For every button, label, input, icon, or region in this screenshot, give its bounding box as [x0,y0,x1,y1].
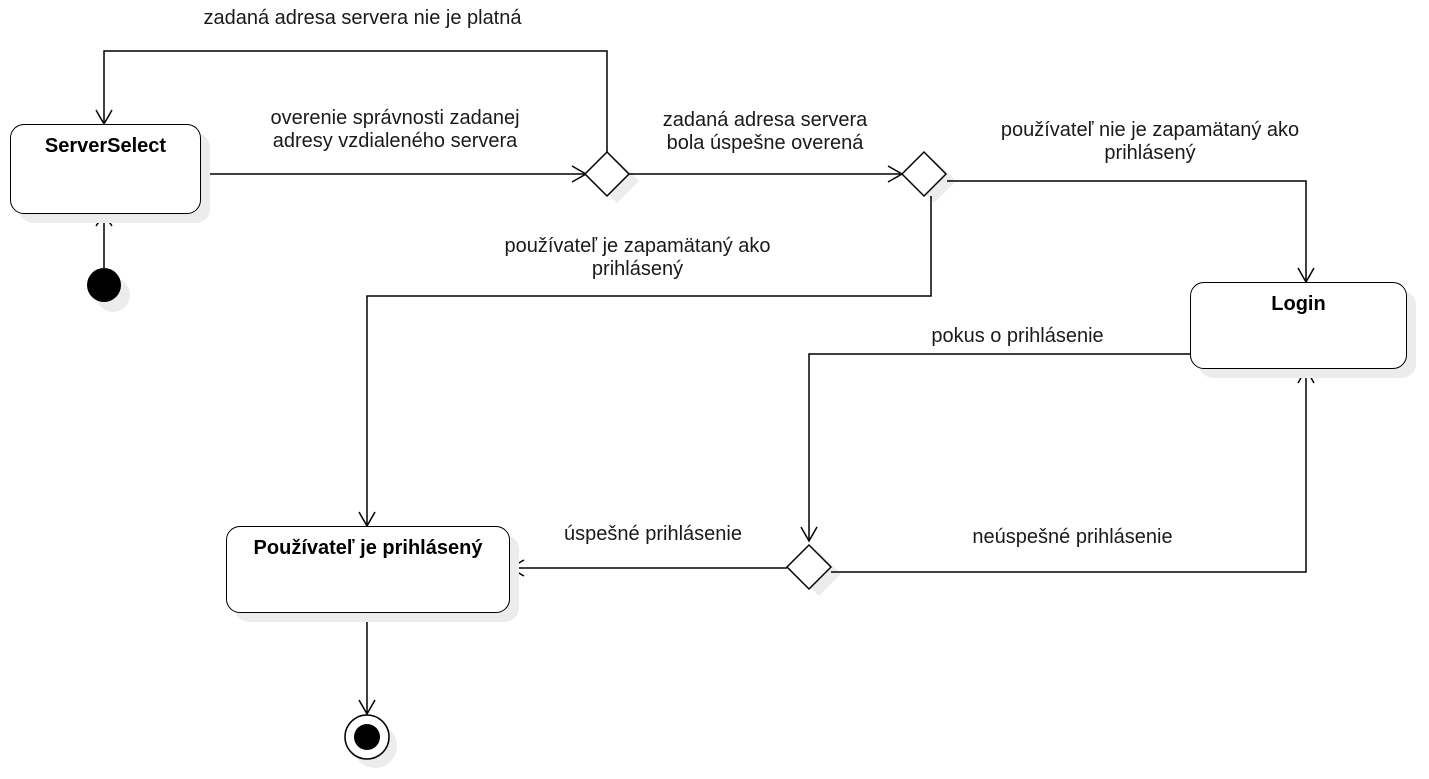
label-line: používateľ nie je zapamätaný ako [1000,119,1300,141]
edge-login-fail [831,371,1307,573]
label-remembered: používateľ je zapamätaný ako prihlásený [470,235,805,281]
arrowhead [508,559,525,577]
label-line: zadaná adresa servera [662,109,868,131]
decision-node-address-check [583,150,631,198]
label-line: prihlásený [1104,142,1196,164]
arrowhead [1297,367,1315,384]
edge-login-attempt [808,353,1190,539]
label-login-success: úspešné prihlásenie [564,523,742,545]
label-line: bola úspešne overená [666,132,864,154]
label-address-verified: zadaná adresa servera bola úspešne overe… [630,109,900,155]
state-logged-in: Používateľ je prihlásený [226,526,510,613]
label-line: používateľ je zapamätaný ako [504,235,771,257]
initial-node [87,268,121,302]
state-title: ServerSelect [44,135,167,157]
label-line: overenie správnosti zadanej [270,107,520,129]
label-login-fail: neúspešné prihlásenie [972,526,1173,548]
label-line: prihlásený [591,258,684,280]
state-server-select: ServerSelect [10,124,201,214]
state-title: Používateľ je prihlásený [253,537,483,559]
arrowhead [800,526,818,543]
arrowhead [95,212,113,227]
state-login: Login [1190,282,1407,369]
edge-invalid-address [103,50,608,152]
label-login-attempt: pokus o prihlásenie [931,325,1104,347]
label-invalid-address: zadaná adresa servera nie je platná [203,7,522,29]
edge-not-remembered [947,180,1307,280]
state-title: Login [1271,293,1326,315]
final-node-core [354,724,380,750]
label-line: adresy vzdialeného servera [272,130,518,152]
label-not-remembered: používateľ nie je zapamätaný ako prihlás… [965,119,1335,165]
edge-remembered [366,196,932,524]
decision-node-login-result [785,543,833,591]
arrowhead [358,699,376,716]
decision-node-remembered-check [900,150,948,198]
label-verify-address: overenie správnosti zadanej adresy vzdia… [230,107,560,153]
